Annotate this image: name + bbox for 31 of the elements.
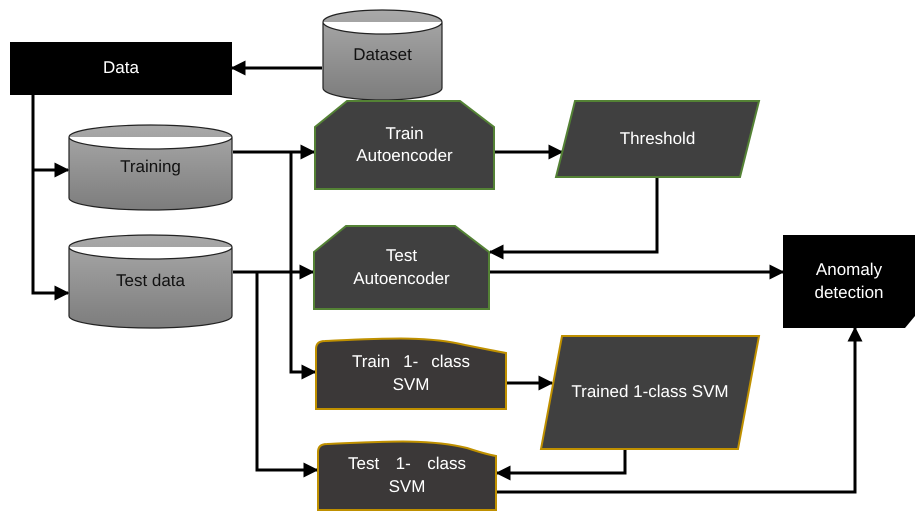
arrow	[233, 270, 318, 478]
process-box	[313, 225, 490, 310]
arrow	[495, 144, 564, 160]
node-label: Train Autoencoder	[355, 122, 454, 167]
node-label: Training	[120, 156, 181, 178]
arrow	[230, 60, 322, 76]
arrow	[497, 326, 862, 494]
data-parallelogram	[555, 100, 760, 178]
node-label: Test data	[116, 270, 185, 292]
process-box	[314, 100, 495, 190]
output-box	[783, 235, 915, 328]
database-cylinder	[322, 10, 443, 100]
arrow	[233, 150, 316, 380]
data-parallelogram	[540, 335, 760, 450]
arrow	[490, 264, 784, 280]
node-label: Anomaly detection	[814, 259, 884, 304]
node-label: Dataset	[353, 44, 412, 66]
node-label: Train 1- class SVM	[352, 351, 470, 396]
node-label: Data	[103, 57, 139, 80]
node-label: Test Autoencoder	[352, 245, 451, 290]
arrow	[496, 450, 626, 480]
data-box	[10, 42, 232, 95]
node-label: Threshold	[620, 128, 696, 150]
process-box	[317, 440, 497, 511]
process-box	[315, 337, 507, 410]
database-cylinder	[68, 235, 233, 328]
database-cylinder	[68, 125, 233, 210]
arrow	[507, 376, 554, 390]
node-label: Trained 1-class SVM	[571, 381, 729, 404]
arrow	[488, 178, 658, 260]
node-label: Test 1- class SVM	[348, 453, 466, 498]
